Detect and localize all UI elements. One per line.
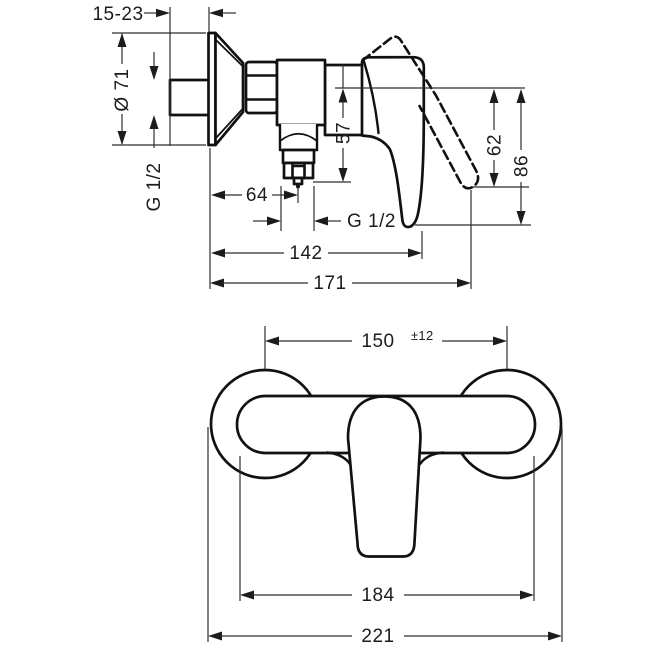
dim-label-overall-width: 221 — [361, 626, 394, 647]
dimension-arrow — [210, 278, 224, 288]
escutcheon-cone — [214, 31, 245, 147]
dim-label-inlet-thread: G 1/2 — [144, 163, 165, 212]
side-view: 15-23 Ø 71 G 1/2 — [92, 4, 532, 294]
handle-closed — [360, 55, 426, 229]
dim-center-to-aerator: 57 — [334, 65, 355, 182]
dimension-arrow — [267, 216, 281, 226]
handle-body-fillet-left — [325, 451, 352, 466]
dimension-arrow — [156, 8, 170, 18]
dimension-arrow — [117, 131, 127, 145]
dimension-arrow — [149, 66, 159, 80]
dim-inlet-thread: G 1/2 — [144, 52, 165, 211]
dimension-arrow — [284, 190, 298, 200]
dim-projection: 142 — [211, 243, 422, 264]
dimension-arrow — [149, 115, 159, 129]
dim-label-connection-spacing: 150 — [361, 331, 394, 352]
dimension-arrow — [457, 278, 471, 288]
dimension-arrow — [548, 631, 562, 641]
dim-label-max-projection: 171 — [313, 273, 346, 294]
front-view: 150 ±12 184 221 — [207, 326, 563, 647]
outlet-nipple — [292, 176, 304, 186]
dimension-arrow — [489, 173, 499, 187]
dim-outlet-thread: G 1/2 — [253, 186, 396, 232]
handle-front — [346, 395, 422, 558]
dim-escutcheon-diameter: Ø 71 — [112, 32, 206, 146]
dim-label-outlet-thread: G 1/2 — [347, 211, 396, 232]
dim-body-width: 184 — [239, 456, 535, 606]
dim-label-wall-to-outlet: 64 — [246, 185, 268, 206]
dim-max-projection: 171 — [210, 273, 471, 294]
dimension-arrow — [408, 248, 422, 258]
dim-label-projection: 142 — [289, 243, 322, 264]
dim-wall-to-outlet: 64 — [211, 185, 299, 206]
dimension-arrow — [338, 168, 348, 182]
dim-closed-handle-drop: 86 — [512, 89, 533, 225]
dimension-arrow — [338, 88, 348, 103]
drip-dot — [296, 184, 300, 189]
cartridge-dome-arc — [279, 132, 318, 142]
dim-label-wall-distance: 15-23 — [92, 4, 143, 25]
dimension-arrow — [516, 211, 526, 225]
handle-body-fillet-right — [418, 451, 445, 466]
dimension-arrow — [240, 590, 254, 600]
handle-open-dashed — [361, 35, 480, 190]
dim-overall-width: 221 — [207, 427, 563, 647]
dim-label-closed-handle-drop: 86 — [512, 155, 533, 177]
inlet-pipe-stub — [168, 78, 211, 117]
dim-label-connection-tolerance: ±12 — [411, 328, 434, 343]
dimension-arrow — [520, 590, 534, 600]
dimension-arrow — [265, 336, 279, 346]
connection-nut — [244, 60, 279, 115]
outlet-block — [281, 148, 316, 165]
escutcheon-cone-inner-line — [215, 108, 244, 139]
dim-open-handle-drop: 62 — [485, 89, 506, 187]
dim-label-open-handle-drop: 62 — [485, 134, 506, 156]
dim-label-body-width: 184 — [361, 585, 394, 606]
dimension-arrow — [489, 89, 499, 103]
dimension-arrow — [314, 216, 328, 226]
dim-wall-distance: 15-23 — [92, 4, 236, 146]
dim-label-escutcheon-diameter: Ø 71 — [112, 68, 133, 111]
dim-connection-spacing: 150 ±12 — [264, 326, 508, 369]
dim-label-center-to-aerator: 57 — [334, 122, 355, 144]
escutcheon-cone-inner-line — [215, 39, 244, 67]
dimension-arrow — [516, 89, 526, 103]
dimension-arrow — [493, 336, 507, 346]
mixer-side-drawing — [168, 31, 480, 229]
valve-body — [275, 58, 327, 127]
dimension-arrow — [211, 248, 225, 258]
dimension-arrow — [211, 190, 225, 200]
dimension-arrow — [209, 8, 223, 18]
dimension-arrow — [208, 631, 222, 641]
mixer-front-drawing — [209, 368, 563, 558]
handle-cap-inner-curve — [362, 60, 380, 135]
dimension-arrow — [117, 33, 127, 47]
